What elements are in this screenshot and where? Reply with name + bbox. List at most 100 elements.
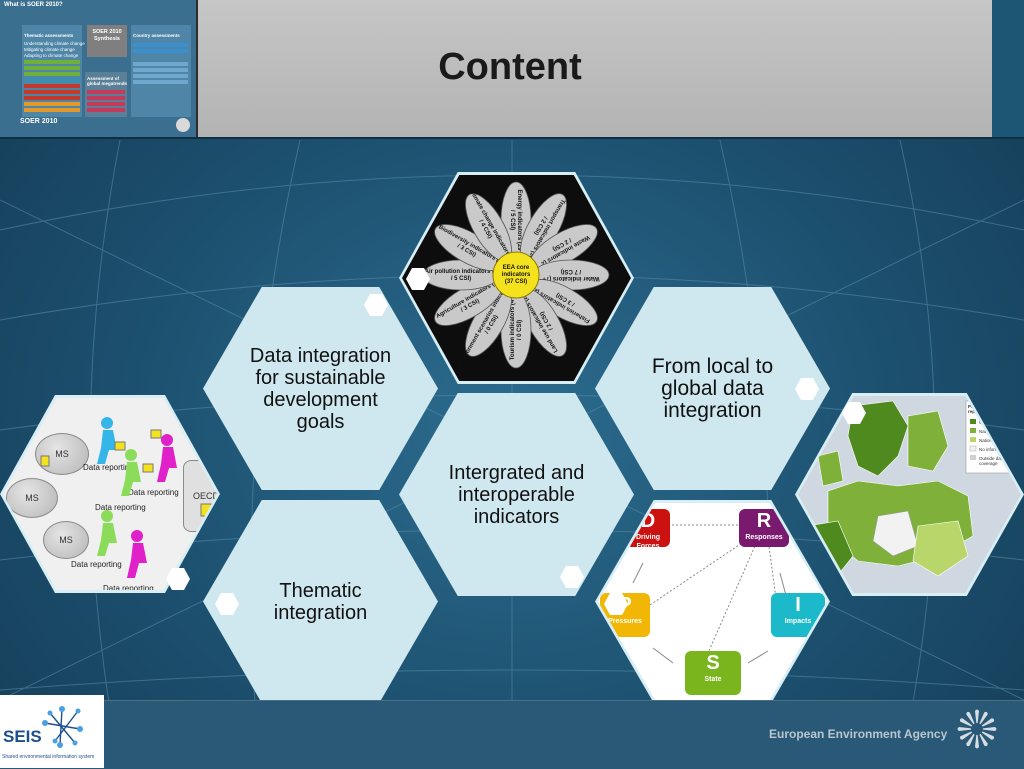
seis-logo: SEIS Shared environmental information sy… — [0, 695, 104, 768]
europe-map — [798, 396, 1021, 593]
thumbnail-thematic-item: Adapting to climate change — [24, 53, 79, 58]
hex-data-reporting[interactable]: MS MS MS OECD Data reporting Data report… — [0, 395, 220, 593]
legend-swatch — [969, 445, 977, 452]
map-legend-item: National — [979, 438, 996, 443]
eea-logo-ray — [977, 727, 997, 731]
ms-node: MS — [6, 478, 58, 518]
document-icon — [150, 429, 162, 439]
thumbnail-bar — [87, 90, 125, 94]
thumbnail-country-heading: Country assessments — [133, 33, 180, 38]
dpsir-d-word: Driving Forces — [635, 534, 661, 550]
data-reporting-label: Data reporting — [83, 463, 134, 472]
person-icon — [127, 530, 147, 578]
hex-marker — [166, 568, 190, 590]
thumbnail-bar — [133, 80, 188, 84]
map-region-uk — [817, 450, 844, 487]
thumbnail-bar — [24, 108, 80, 112]
thumbnail-global-heading: Assessment of global megatrends — [87, 76, 128, 86]
map-region-finland — [907, 410, 949, 472]
thumbnail-synthesis-box: SOER 2010 Synthesis — [87, 25, 127, 57]
dpsir-r-letter: R — [756, 510, 772, 532]
person-icon — [97, 510, 117, 556]
hex-marker — [604, 593, 628, 615]
dpsir-arrows — [632, 524, 789, 664]
thumbnail-bar — [133, 49, 188, 53]
map-region-southeast — [912, 520, 969, 577]
core-indicators-flower: Energy indicators (29/ 5 CSI)Transport i… — [422, 181, 610, 369]
legend-swatch — [970, 437, 976, 442]
hex-europe-map[interactable]: Presence of reporting Web National Natio… — [795, 393, 1024, 596]
slide-title: Content — [438, 46, 582, 88]
hex-marker — [560, 566, 584, 588]
hex-thematic-label: Thematic integration — [273, 579, 368, 624]
thumbnail-soer-logo: SOER 2010 — [20, 118, 58, 125]
map-region-no-info — [872, 510, 919, 557]
database-icon — [40, 455, 50, 467]
thumbnail-thematic-item: Understanding climate change — [24, 41, 85, 46]
legend-swatch — [970, 428, 976, 433]
hex-indicators-label: Intergrated and interoperable indicators — [448, 461, 585, 528]
ms-node: MS — [35, 433, 89, 475]
thumbnail-bar — [133, 74, 188, 78]
flower-petal-label: Air pollution indicators (5/ 5 CSI) — [425, 269, 498, 282]
thumbnail-thematic-panel — [22, 25, 82, 117]
hex-dpsir[interactable]: D Driving Forces R Responses P Pressures… — [595, 500, 830, 703]
dpsir-i-letter: I — [795, 594, 801, 616]
seis-word: SEIS — [3, 727, 42, 746]
thumbnail-bar — [87, 108, 125, 112]
dpsir-responses: R Responses — [739, 509, 789, 547]
ms-node: MS — [43, 521, 89, 559]
eea-logo-icon — [957, 709, 997, 749]
data-reporting-figures — [40, 417, 212, 578]
footer-band — [0, 700, 1024, 769]
thumbnail-bar — [24, 102, 80, 106]
thumbnail-eea-icon — [176, 118, 190, 132]
legend-swatch — [970, 455, 976, 460]
data-reporting-label: Data reporting — [95, 503, 146, 512]
map-region-scandinavia — [847, 400, 909, 477]
eea-logo-ray — [975, 729, 979, 749]
hex-marker — [364, 294, 388, 316]
seis-subtitle: Shared environmental information system — [2, 754, 95, 760]
hex-marker — [406, 268, 430, 290]
thumbnail-bar — [24, 72, 80, 76]
hex-sdg-label: Data integration for sustainable develop… — [249, 344, 392, 433]
data-reporting-label: Data reporting — [103, 584, 154, 590]
thumbnail-bar — [24, 66, 80, 70]
soer-thumbnail: What is SOER 2010? Thematic assessments … — [0, 0, 198, 137]
eea-logo-ray — [957, 727, 977, 731]
thumbnail-bar — [24, 78, 80, 82]
seis-network-icon — [42, 706, 83, 748]
person-icon — [157, 434, 177, 482]
hex-marker — [215, 593, 239, 615]
thumbnail-bar — [133, 62, 188, 66]
dpsir-r-word: Responses — [745, 534, 783, 541]
flower-petal-label: Water indicators (7+/ 7 CSI) — [542, 268, 600, 281]
data-reporting-label: Data reporting — [71, 560, 122, 569]
thumbnail-bar — [24, 84, 80, 88]
map-legend-item: No information — [979, 447, 1009, 452]
map-legend-item: Outside data coverage — [979, 456, 1005, 466]
flower-center — [492, 251, 540, 299]
eea-name: European Environment Agency — [769, 727, 948, 741]
person-icon — [97, 417, 117, 464]
thumbnail-bar — [24, 90, 80, 94]
hex-marker — [842, 402, 866, 424]
thumbnail-thematic-item: Mitigating climate change — [24, 47, 75, 52]
document-icon — [114, 441, 126, 451]
legend-swatch — [970, 419, 976, 424]
dpsir-s-letter: S — [706, 652, 720, 674]
thumbnail-bar — [24, 96, 80, 100]
header-accent — [992, 0, 1024, 137]
document-icon — [142, 463, 154, 473]
flower-petal-label: Energy indicators (29/ 5 CSI) — [509, 189, 522, 251]
hex-local-global[interactable]: From local to global data integration — [595, 287, 830, 490]
dpsir-p-word: Pressures — [608, 618, 642, 625]
dpsir-i-word: Impacts — [784, 618, 812, 625]
dpsir-state: S State — [685, 651, 741, 695]
thumbnail-bar — [24, 60, 80, 64]
thumbnail-bar — [133, 43, 188, 47]
eea-logo-ray — [975, 709, 979, 729]
thumbnail-bar — [87, 102, 125, 106]
